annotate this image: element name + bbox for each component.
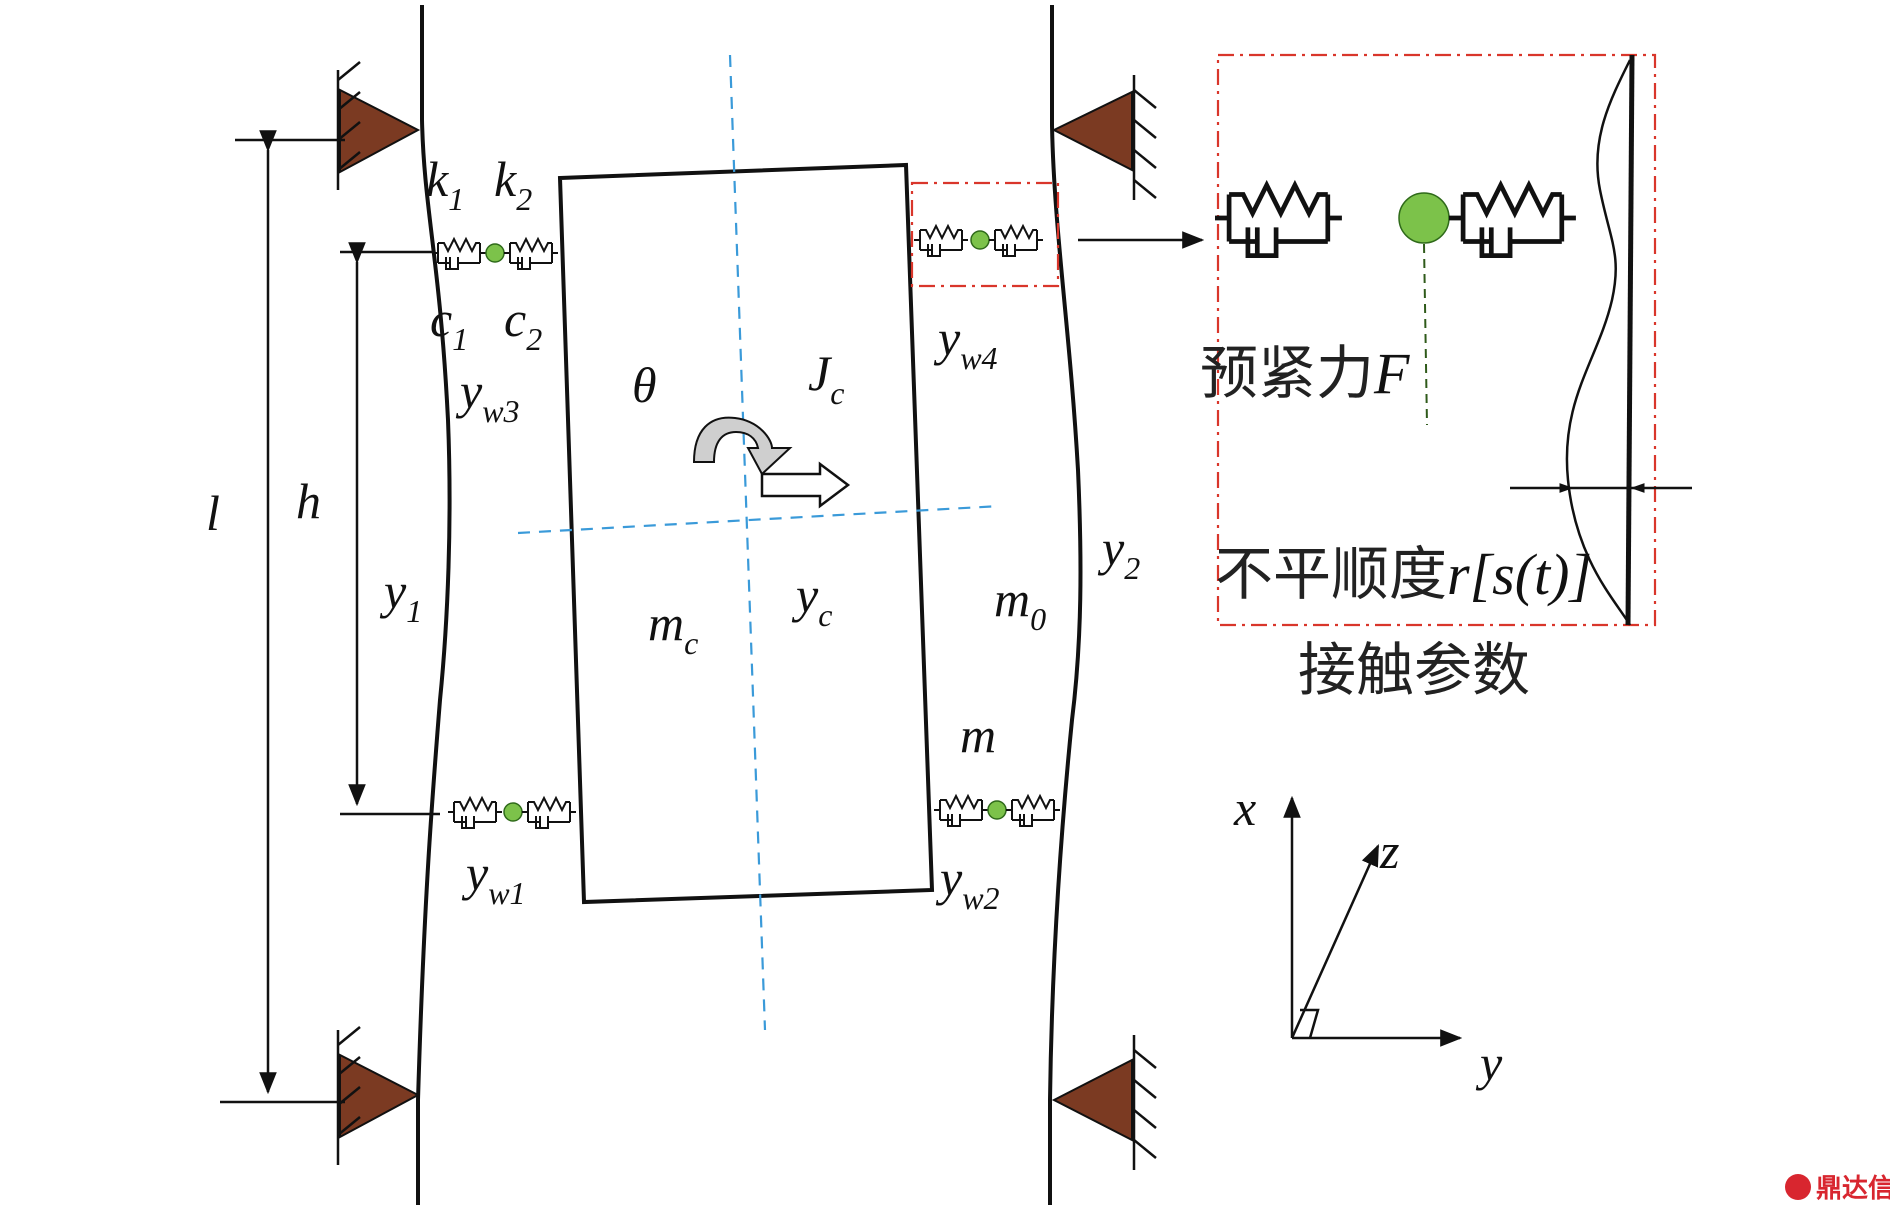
axis-label-z: z [1379,823,1399,879]
svg-text:鼎达信: 鼎达信 [1816,1174,1890,1204]
label-yc: yc [791,567,832,633]
label-Jc: Jc [808,345,844,411]
label-y1: y1 [379,563,422,629]
left-rail [416,5,452,1205]
dimension-l [220,130,345,1104]
label-m0: m0 [994,571,1046,637]
axis-label-x: x [1233,780,1256,836]
label-h: h [296,473,321,529]
label-yw2: yw2 [935,850,1000,916]
label-k1: k1 [426,151,464,217]
label-theta: θ [632,357,657,413]
detail-rail [1625,54,1635,626]
contact-bottom-right [933,795,1061,827]
centerline-horizontal [517,504,1001,535]
roughness-profile [1565,59,1632,626]
label-yw1: yw1 [461,845,526,911]
label-mc: mc [648,595,698,661]
centerline-vertical [728,54,767,1031]
label-c2: c2 [504,291,542,357]
roughness-label: 不平顺度r[s(t)] [1215,540,1592,608]
label-y2: y2 [1097,520,1140,586]
label-c1: c1 [430,291,468,357]
car-body [557,162,935,905]
support-top-left [336,61,421,190]
label-l: l [206,485,220,541]
detail-frame [1216,53,1657,627]
label-m: m [960,707,996,763]
support-bottom-right [1051,1035,1157,1170]
contact-bottom-left [447,797,577,829]
label-k2: k2 [494,151,532,217]
rotation-arrow [692,416,793,476]
right-rail [1048,5,1083,1205]
label-yw3: yw3 [455,363,520,429]
support-bottom-left [336,1026,421,1165]
translation-arrow [760,461,851,509]
detail-source-box [910,181,1060,288]
contact-top-right [913,225,1044,257]
axis-label-y: y [1475,1035,1503,1091]
contact-top-left [431,238,559,270]
support-top-right [1051,75,1157,200]
dimension-h [340,242,440,816]
preload-leader [1423,243,1428,426]
label-yw4: yw4 [933,310,998,376]
detail-caption: 接触参数 [1298,636,1530,704]
preload-label: 预紧力F [1200,339,1410,407]
watermark: 鼎达信 [1785,1174,1890,1204]
detail-contact-model [1215,185,1576,256]
coordinate-axes [1283,795,1463,1047]
